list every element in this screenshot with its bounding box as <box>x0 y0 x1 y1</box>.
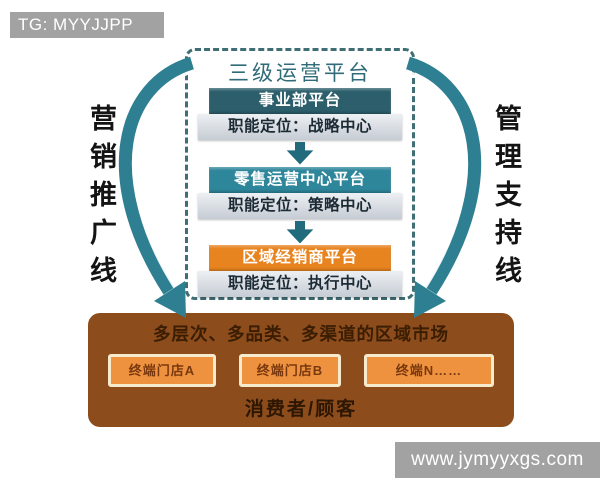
down-arrow-icon <box>286 220 314 243</box>
level-block-distributor: 区域经销商平台 职能定位：执行中心 <box>198 245 402 297</box>
watermark-top-left: TG: MYYJJPP <box>10 12 164 38</box>
store-row: 终端门店A 终端门店B 终端N…… <box>88 354 514 387</box>
left-curve-arrow <box>119 56 195 318</box>
store-box-n: 终端N…… <box>364 354 494 387</box>
level-block-retail: 零售运营中心平台 职能定位：策略中心 <box>198 166 402 219</box>
market-headline: 多层次、多品类、多渠道的区域市场 <box>153 324 449 344</box>
level-role-distributor: 职能定位：执行中心 <box>198 271 402 297</box>
down-arrow-icon <box>286 142 314 165</box>
level-name-distributor: 区域经销商平台 <box>209 245 391 271</box>
level-role-retail: 职能定位：策略中心 <box>198 192 402 219</box>
level-block-division: 事业部平台 职能定位：战略中心 <box>198 88 402 140</box>
level-name-division: 事业部平台 <box>209 88 391 114</box>
consumer-label: 消费者/顾客 <box>244 399 358 420</box>
watermark-bottom-right: www.jymyyxgs.com <box>395 442 600 478</box>
store-box-a: 终端门店A <box>108 354 216 387</box>
market-panel: 多层次、多品类、多渠道的区域市场 终端门店A 终端门店B 终端N…… 消费者/顾… <box>88 313 514 427</box>
left-axis-label: 营销推广线 <box>86 104 116 294</box>
level-name-retail: 零售运营中心平台 <box>209 166 391 193</box>
platform-panel: 三级运营平台 事业部平台 职能定位：战略中心 零售运营中心平台 职能定位：策略中… <box>185 48 415 300</box>
right-curve-arrow <box>405 56 481 318</box>
store-box-b: 终端门店B <box>239 354 341 387</box>
platform-title: 三级运营平台 <box>228 61 372 85</box>
right-axis-label: 管理支持线 <box>491 104 521 294</box>
level-role-division: 职能定位：战略中心 <box>198 114 402 140</box>
